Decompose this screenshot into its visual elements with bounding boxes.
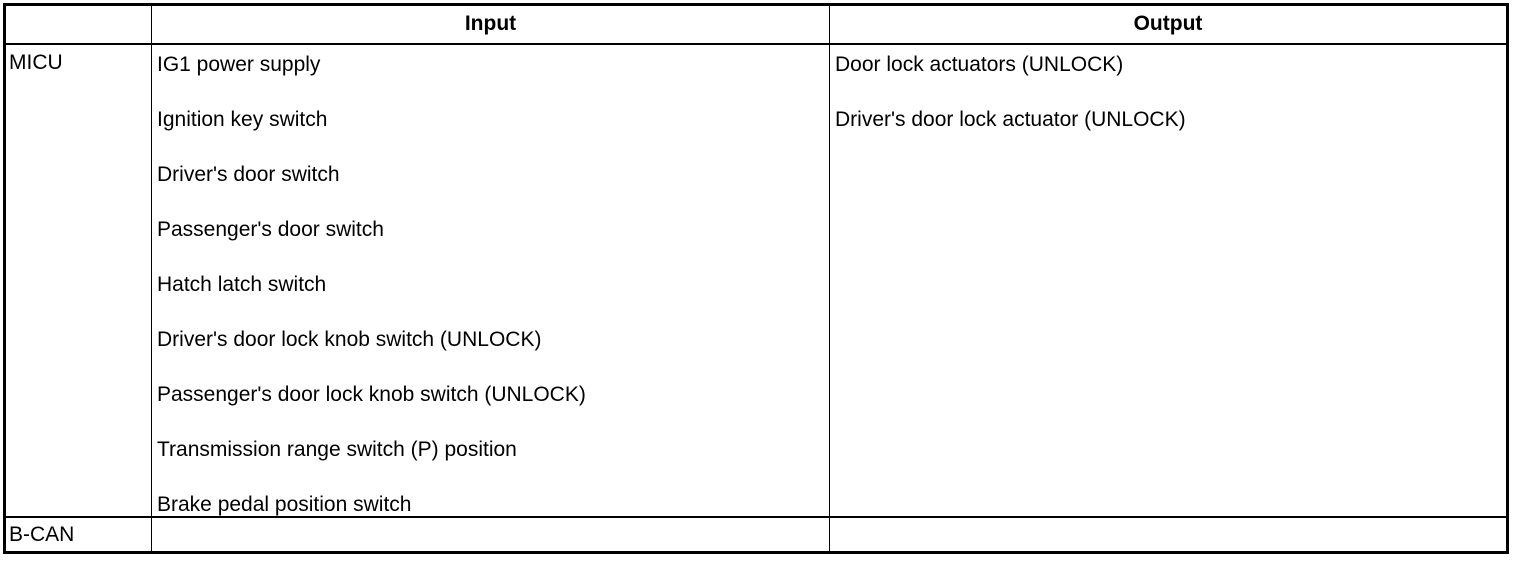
row-label-micu: MICU <box>6 45 152 518</box>
output-item: Door lock actuators (UNLOCK) <box>835 53 1124 76</box>
input-item: Brake pedal position switch <box>157 493 412 516</box>
input-item: Transmission range switch (P) position <box>157 438 517 461</box>
input-item: Ignition key switch <box>157 108 328 131</box>
header-input: Input <box>152 6 830 45</box>
bcan-input-cell <box>152 518 830 551</box>
output-item: Driver's door lock actuator (UNLOCK) <box>835 108 1186 131</box>
header-output: Output <box>830 6 1506 45</box>
header-blank-cell <box>6 6 152 45</box>
input-item: Passenger's door lock knob switch (UNLOC… <box>157 383 586 406</box>
input-item: Hatch latch switch <box>157 273 327 296</box>
input-item: Driver's door lock knob switch (UNLOCK) <box>157 328 542 351</box>
input-item: Passenger's door switch <box>157 218 384 241</box>
input-item: IG1 power supply <box>157 53 321 76</box>
micu-output-list: Door lock actuators (UNLOCK) Driver's do… <box>830 45 1506 518</box>
bcan-output-cell <box>830 518 1506 551</box>
input-item: Driver's door switch <box>157 163 340 186</box>
micu-input-list: IG1 power supply Ignition key switch Dri… <box>152 45 830 518</box>
row-label-bcan: B-CAN <box>6 518 152 551</box>
io-table: Input Output MICU IG1 power supply Ignit… <box>3 3 1509 554</box>
